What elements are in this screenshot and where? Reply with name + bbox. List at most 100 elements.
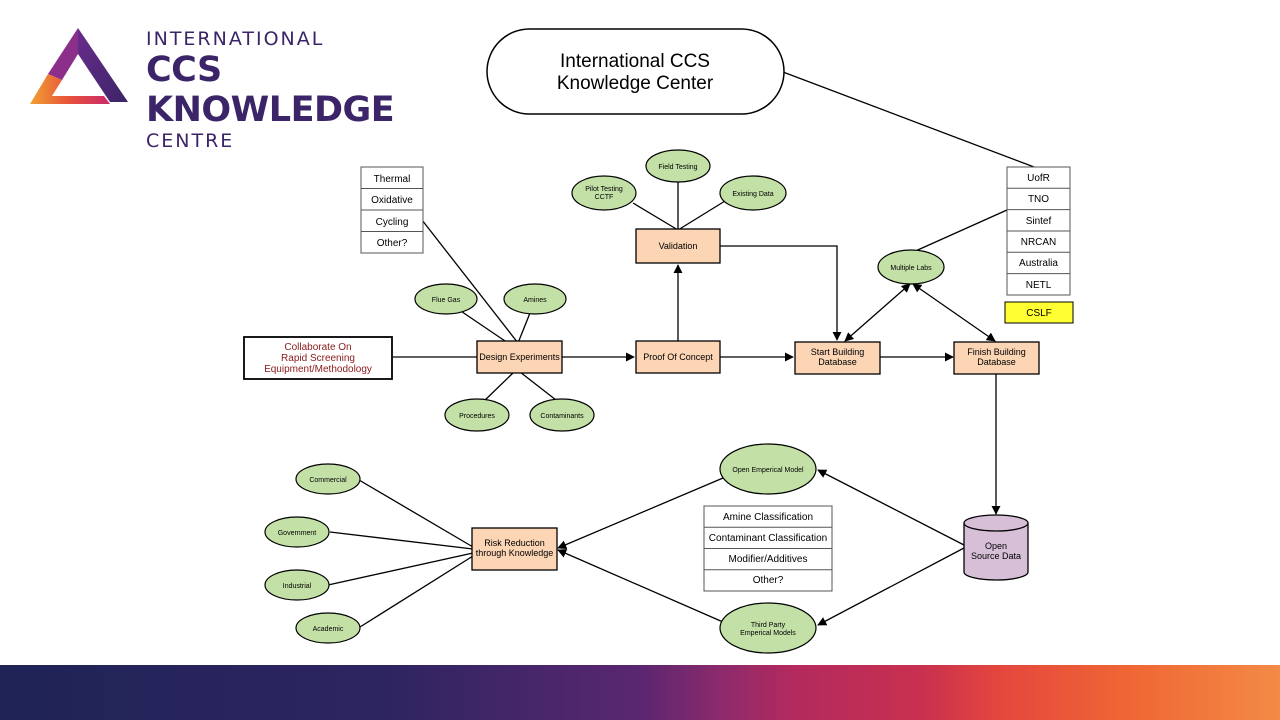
academic-label: Academic	[313, 626, 344, 633]
government-label: Government	[278, 530, 317, 537]
validation-label: Validation	[659, 241, 698, 251]
classification-list: Amine Classification Contaminant Classif…	[703, 505, 833, 592]
collaborate-line-2: Rapid Screening	[281, 353, 355, 364]
flue-gas-label: Flue Gas	[432, 297, 461, 304]
start-building-line-2: Database	[818, 357, 857, 367]
contaminants-label: Contaminants	[540, 413, 584, 420]
classification-item: Contaminant Classification	[709, 533, 827, 544]
validation-box	[635, 228, 721, 264]
footer-gradient-band	[0, 665, 1280, 720]
lab-item: NRCAN	[1021, 237, 1057, 248]
title-line-2: Knowledge Center	[557, 73, 714, 94]
line-commercial-to-risk	[358, 479, 474, 548]
process-boxes: Design Experiments Proof Of Concept Vali…	[471, 228, 1040, 571]
procedures-ellipse	[444, 398, 510, 432]
amines-ellipse	[503, 283, 567, 315]
ellipse-nodes: Flue Gas Amines Procedures Contaminants …	[264, 149, 945, 654]
multiple-labs-label: Multiple Labs	[890, 265, 932, 272]
stress-item: Oxidative	[371, 195, 413, 206]
finish-building-line-2: Database	[977, 357, 1016, 367]
labs-list: UofR TNO Sintef NRCAN Australia NETL	[1006, 166, 1071, 296]
classification-item: Amine Classification	[723, 512, 813, 523]
stress-item: Thermal	[374, 174, 411, 185]
arrow-start-multiple-labs	[844, 283, 911, 342]
arrow-open-model-to-risk	[557, 477, 724, 549]
procedures-label: Procedures	[459, 413, 495, 420]
stress-item: Cycling	[376, 217, 409, 228]
risk-reduction-box	[471, 527, 558, 571]
ccs-knowledge-centre-logo: INTERNATIONAL CCS KNOWLEDGE CENTRE	[28, 26, 458, 152]
logo-line-ccs-knowledge: CCS KNOWLEDGE	[146, 50, 395, 130]
arrow-open-source-to-open-model	[817, 469, 965, 546]
design-experiments-box	[476, 340, 563, 374]
lab-item: TNO	[1028, 194, 1049, 205]
proof-of-concept-label: Proof Of Concept	[643, 352, 713, 362]
collaborate-line-3: Equipment/Methodology	[264, 364, 372, 375]
open-source-line-2: Source Data	[971, 551, 1021, 561]
multiple-labs-ellipse	[877, 249, 945, 285]
line-design-to-contaminants	[519, 371, 557, 401]
stress-item: Other?	[377, 238, 408, 249]
third-party-line-2: Emperical Models	[740, 630, 796, 637]
academic-ellipse	[295, 612, 361, 644]
arrow-third-party-to-risk	[557, 549, 724, 623]
field-testing-label: Field Testing	[658, 164, 697, 171]
pilot-testing-ellipse	[571, 175, 637, 211]
third-party-line-1: Third Party	[751, 622, 786, 629]
lab-item: Australia	[1019, 258, 1058, 269]
lab-item: NETL	[1026, 280, 1052, 291]
connector-lines	[327, 71, 1043, 628]
line-design-to-procedures	[481, 371, 515, 404]
line-stress-to-design	[421, 219, 519, 344]
classification-item: Other?	[753, 575, 784, 586]
lab-item: UofR	[1027, 173, 1050, 184]
line-pilot-to-validation	[632, 202, 679, 231]
start-building-box	[794, 341, 881, 375]
arrow-open-source-to-third-party	[817, 547, 965, 626]
title-line-1: International CCS	[560, 51, 710, 72]
classification-item: Modifier/Additives	[729, 554, 808, 565]
collaborate-box	[243, 336, 393, 380]
open-source-line-1: Open	[985, 541, 1007, 551]
cslf-label: CSLF	[1026, 308, 1052, 319]
cslf-box	[1004, 301, 1074, 324]
pilot-testing-line-1: Pilot Testing	[585, 186, 623, 193]
commercial-label: Commercial	[309, 477, 347, 484]
arrow-lines	[557, 245, 1001, 626]
open-model-label: Open Emperical Model	[732, 467, 804, 474]
logo-line-centre: CENTRE	[146, 130, 235, 152]
line-academic-to-risk	[359, 555, 474, 628]
amines-label: Amines	[523, 297, 547, 304]
line-industrial-to-risk	[327, 552, 474, 586]
field-testing-ellipse	[645, 149, 711, 183]
stress-type-list: Thermal Oxidative Cycling Other?	[360, 166, 424, 254]
start-building-line-1: Start Building	[811, 347, 865, 357]
arrow-finish-multiple-labs	[912, 283, 996, 342]
contaminants-ellipse	[529, 398, 595, 432]
third-party-ellipse	[719, 602, 817, 654]
arrow-validation-to-start	[720, 245, 842, 341]
existing-data-ellipse	[719, 175, 787, 211]
risk-reduction-line-2: through Knowledge	[476, 548, 554, 558]
line-government-to-risk	[329, 531, 474, 550]
line-labs-to-multiple-labs	[910, 209, 1008, 254]
design-experiments-label: Design Experiments	[479, 352, 560, 362]
logo-line-international: INTERNATIONAL	[146, 28, 325, 50]
open-source-data-cylinder: Open Source Data	[963, 514, 1029, 581]
government-ellipse	[264, 516, 330, 548]
lab-item: Sintef	[1026, 216, 1052, 227]
risk-reduction-line-1: Risk Reduction	[484, 538, 545, 548]
title-bubble	[486, 28, 785, 115]
collaborate-line-1: Collaborate On	[284, 342, 351, 353]
finish-building-box	[953, 341, 1040, 375]
ccs-process-diagram: International CCS Knowledge Center Therm…	[243, 28, 1074, 654]
flue-gas-ellipse	[414, 283, 478, 315]
existing-data-label: Existing Data	[732, 191, 773, 198]
industrial-label: Industrial	[283, 583, 312, 590]
line-title-to-labs	[782, 71, 1043, 171]
line-existing-to-validation	[677, 200, 726, 231]
proof-of-concept-box	[635, 340, 721, 374]
triangle-logo-icon	[30, 28, 128, 104]
finish-building-line-1: Finish Building	[967, 347, 1026, 357]
pilot-testing-line-2: CCTF	[595, 194, 614, 201]
